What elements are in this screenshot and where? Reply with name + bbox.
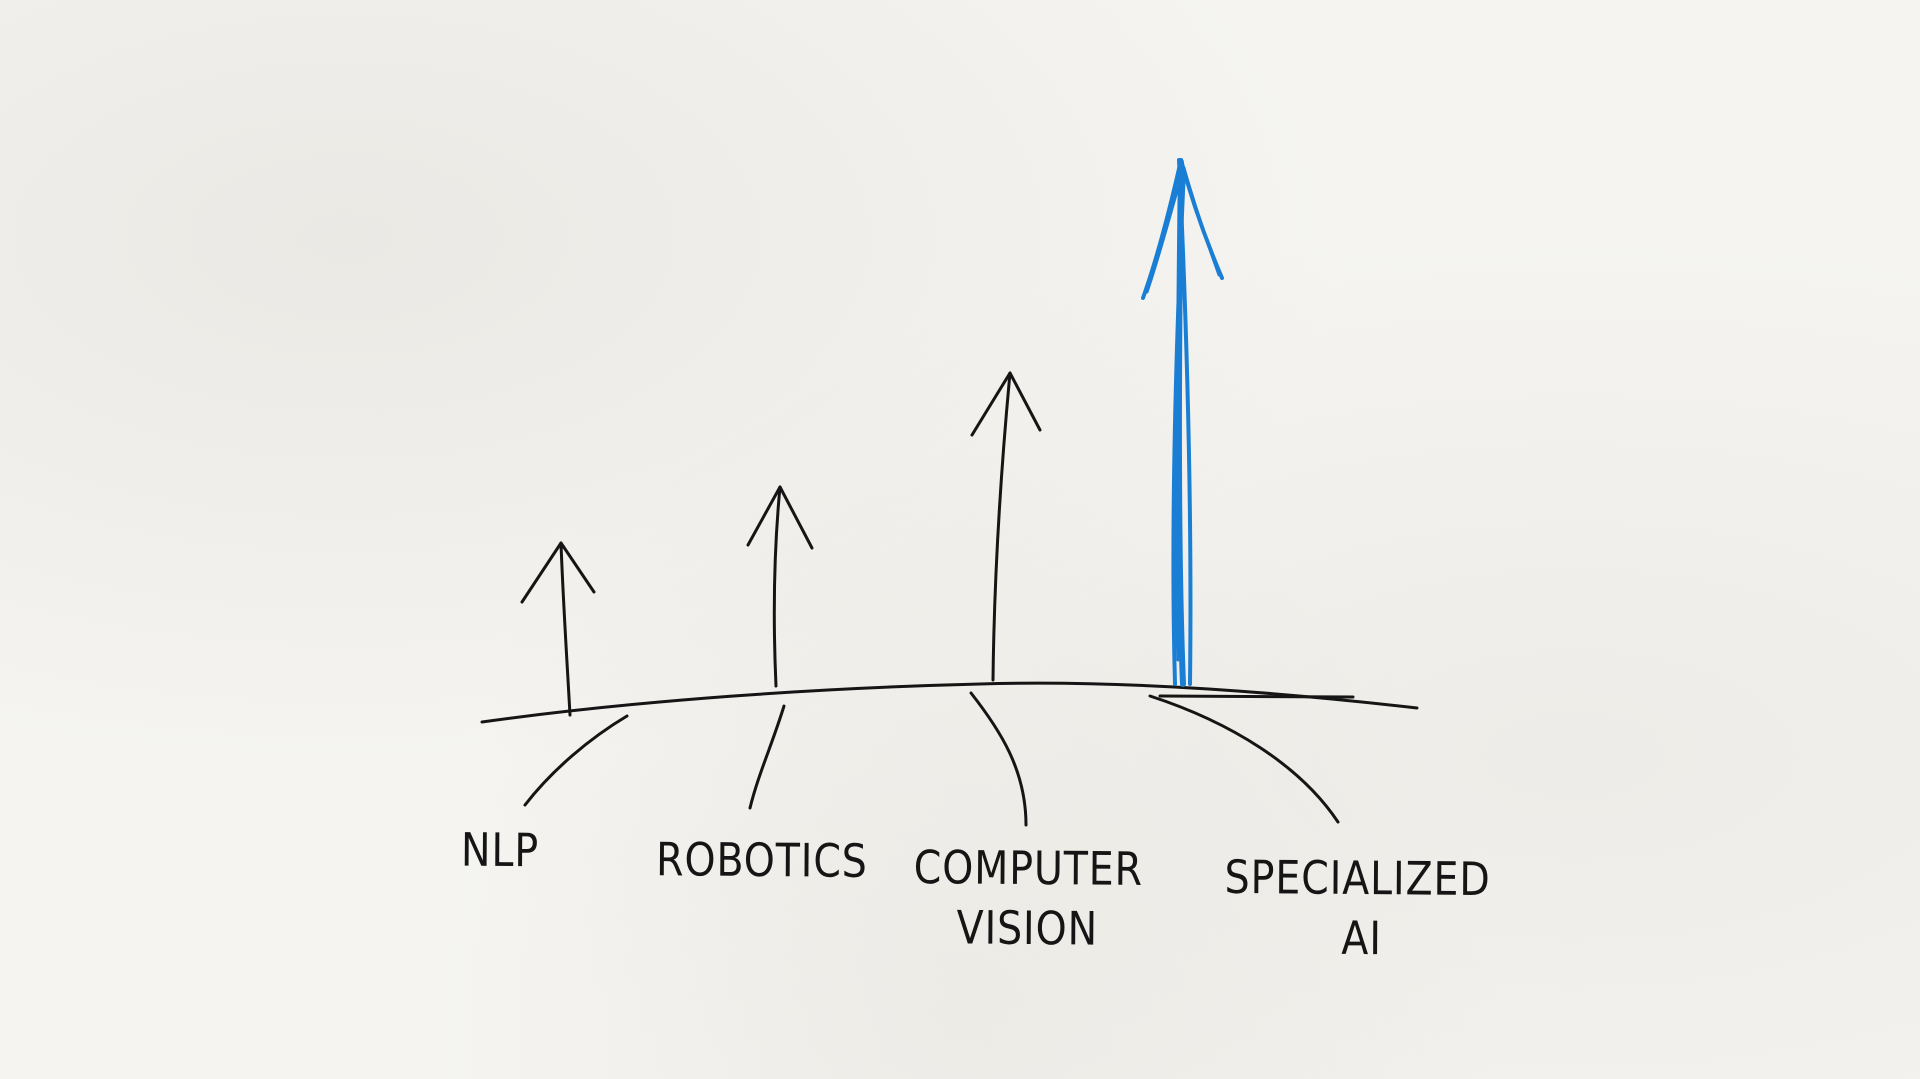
specialized-ai-arrow [1141,158,1224,687]
label-nlp: NLP [460,822,540,878]
specialized-ai-connector [1148,694,1340,824]
nlp-arrow-shaft [559,541,572,717]
nlp-arrow-head [520,541,596,604]
nlp-connector [523,714,629,807]
computer-vision-arrow-shaft [991,371,1012,682]
computer-vision-connector [969,691,1028,827]
ground-line-tail [1158,694,1355,699]
label-robotics: ROBOTICS [655,832,868,888]
robotics-arrow-shaft [772,485,782,688]
robotics-connector [748,704,786,810]
ground-line [480,681,1419,724]
label-specialized-ai: SPECIALIZED AI [1224,849,1491,966]
robotics-arrow-head [746,485,814,550]
computer-vision-arrow-head [970,371,1042,437]
label-computer-vision: COMPUTER VISION [913,840,1144,956]
